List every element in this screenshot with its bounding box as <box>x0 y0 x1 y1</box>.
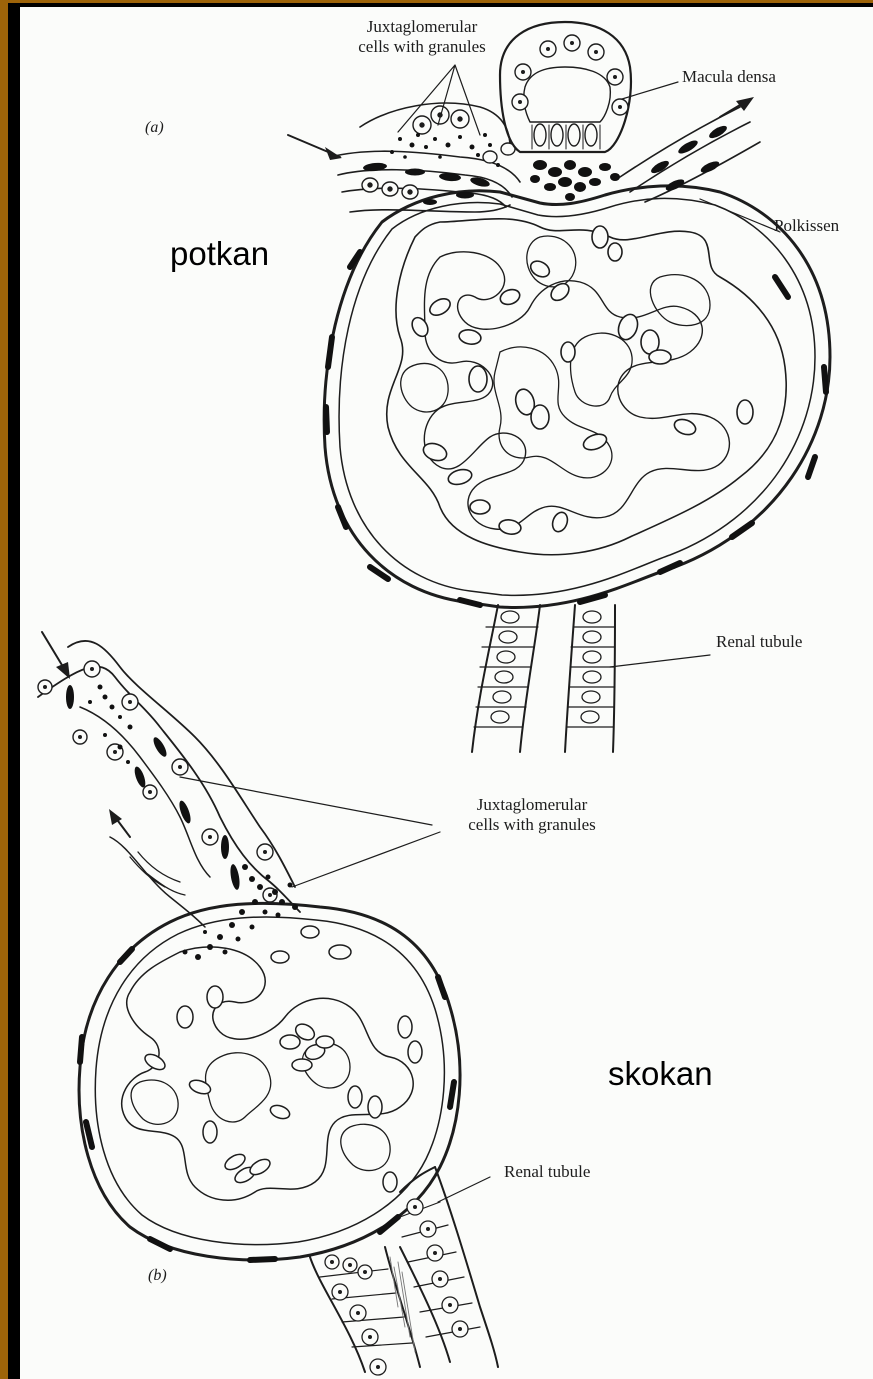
glomerulus-a <box>324 186 830 608</box>
capillary-tuft-a <box>387 219 786 555</box>
caption-potkan: potkan <box>170 235 269 273</box>
renal-tubule-a <box>472 605 615 752</box>
label-jg-line2-b: cells with granules <box>432 815 632 835</box>
bowman-capsule-b <box>79 903 460 1260</box>
label-jg-line1-a: Juxtaglomerular <box>322 17 522 37</box>
label-polkissen: Polkissen <box>774 216 839 236</box>
glomerulus-b <box>79 903 460 1260</box>
jg-region-a <box>288 97 760 212</box>
panel-letter-a: (a) <box>145 119 164 137</box>
panel-letter-b: (b) <box>148 1267 167 1285</box>
label-jg-line2-a: cells with granules <box>322 37 522 57</box>
label-jg-line1-b: Juxtaglomerular <box>432 795 632 815</box>
leader-lines-a <box>398 65 780 667</box>
arteriole-b <box>38 632 300 960</box>
illustration-panel: Juxtaglomerular cells with granules Macu… <box>20 7 873 1379</box>
renal-tubule-b <box>310 1167 498 1375</box>
glomerulus-illustration <box>20 7 873 1379</box>
label-macula-densa: Macula densa <box>682 67 776 87</box>
label-jg-cells-a: Juxtaglomerular cells with granules <box>322 17 522 57</box>
label-renal-tubule-b: Renal tubule <box>504 1162 590 1182</box>
caption-skokan: skokan <box>608 1055 713 1093</box>
label-jg-cells-b: Juxtaglomerular cells with granules <box>432 795 632 835</box>
label-renal-tubule-a: Renal tubule <box>716 632 802 652</box>
